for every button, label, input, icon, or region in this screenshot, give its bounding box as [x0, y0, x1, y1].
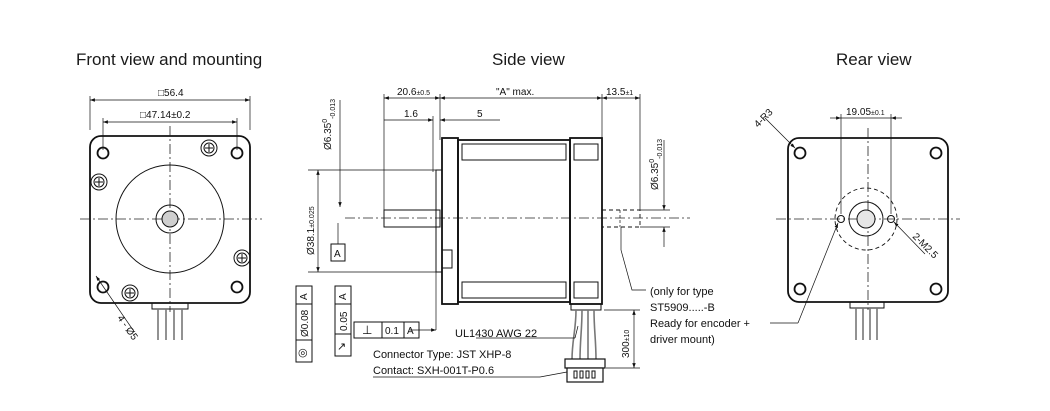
- connector-pins: [573, 370, 596, 379]
- cable-note: UL1430 AWG 22: [455, 328, 537, 340]
- side-wires: [571, 309, 597, 361]
- encoder-note-2: ST5909.....-B: [650, 302, 715, 314]
- rear-view-title: Rear view: [836, 50, 912, 69]
- runout-symbol-box: [334, 333, 352, 357]
- runout-datum: A: [338, 293, 349, 300]
- datum-label: A: [334, 249, 341, 260]
- encoder-note-4: driver mount): [650, 334, 715, 346]
- mount-hole-tl: [96, 146, 110, 160]
- encoder-note-1: (only for type: [650, 286, 714, 298]
- corner-radius-label: 4-R3: [752, 107, 775, 130]
- holes-label: 4 - Ø5: [115, 313, 140, 342]
- front-pilot-circle: [115, 164, 225, 274]
- rear-shaft-label: 13.5±1: [606, 87, 633, 98]
- corner-radius-leader: [764, 117, 796, 149]
- side-view: 20.6±0.5 "A" max. 13.5±1 1.6 5 Ø6.350-0.…: [295, 87, 798, 383]
- concentricity-datum: A: [299, 293, 310, 300]
- side-view-title: Side view: [492, 50, 565, 69]
- front-shaft-boss: [155, 204, 185, 234]
- screw-icon: [121, 284, 139, 302]
- side-cable-exit: [570, 303, 602, 311]
- rear-boss: [848, 201, 884, 237]
- flat-label: 1.6: [404, 109, 418, 120]
- concentricity-symbol-box: [295, 339, 313, 363]
- front-view-title: Front view and mounting: [76, 50, 263, 69]
- mount-hole-br: [230, 280, 244, 294]
- concentricity-value: Ø0.08: [300, 309, 311, 337]
- connector-note: Connector Type: JST XHP-8: [373, 349, 511, 361]
- thread-hole-left: [837, 215, 845, 223]
- connector-body: [564, 358, 606, 369]
- stator-body-side: [457, 139, 571, 303]
- front-flange-side: [441, 137, 459, 305]
- encoder-note-3: Ready for encoder +: [650, 318, 750, 330]
- hole-spacing-label: □47.14±0.2: [140, 110, 191, 121]
- screw-icon: [233, 249, 251, 267]
- pilot-label: 5: [477, 109, 483, 120]
- perpendicular-icon: ⊥: [362, 323, 372, 337]
- concentricity-icon: ◎: [298, 347, 308, 359]
- screw-icon: [200, 139, 218, 157]
- thread-label: 2-M2.5: [910, 231, 940, 261]
- rear-hole-tl: [793, 146, 807, 160]
- front-shaft: [161, 210, 179, 228]
- rear-shaft-dia-label: Ø6.350-0.013: [649, 139, 664, 190]
- body-step-top: [461, 143, 567, 161]
- frame-dim-label: □56.4: [158, 88, 184, 99]
- rear-flange-side: [569, 137, 603, 305]
- holes-leader: [95, 275, 134, 331]
- front-view: □56.4 □47.14±0.2: [80, 88, 262, 343]
- connector-housing: [566, 367, 604, 383]
- rear-hole-spacing-label: 19.05±0.1: [846, 107, 885, 118]
- rear-bolt-circle: [834, 187, 898, 251]
- perpendicular-datum: A: [407, 326, 414, 337]
- thread-leader: [893, 221, 926, 255]
- mount-hole-tr: [230, 146, 244, 160]
- front-cable-exit: [151, 302, 189, 310]
- shaft-length-label: 20.6±0.5: [397, 87, 430, 98]
- rear-shaft-optional: [601, 209, 641, 228]
- front-wires: [157, 309, 183, 340]
- rear-hole-bl: [793, 282, 807, 296]
- front-shaft-side: [383, 209, 441, 228]
- rear-wires: [855, 308, 878, 340]
- runout-value: 0.05: [339, 311, 350, 331]
- encoder-leader-rear: [797, 222, 839, 324]
- perpendicular-datum-box: [403, 321, 420, 339]
- encoder-leader: [620, 227, 646, 291]
- body-step-bottom: [461, 281, 567, 299]
- lead-length-label: 300±10: [621, 330, 632, 358]
- screw-icon: [90, 173, 108, 191]
- side-bump: [441, 249, 453, 269]
- rear-hole-br: [929, 282, 943, 296]
- rear-view: 19.05±0.1 4-R3 2-M2.5: [752, 107, 960, 340]
- rear-hole-tr: [929, 146, 943, 160]
- pilot-dia-label: Ø38.1±0.025: [306, 206, 317, 255]
- perpendicular-value: 0.1: [385, 326, 399, 337]
- runout-icon: ↗: [337, 341, 346, 353]
- rear-cable-exit: [849, 301, 885, 309]
- rear-shaft-end: [856, 209, 876, 229]
- mount-hole-bl: [96, 280, 110, 294]
- thread-hole-right: [887, 215, 895, 223]
- front-shaft-dia-label: Ø6.350-0.013: [322, 99, 337, 150]
- body-length-label: "A" max.: [496, 87, 534, 98]
- contact-note: Contact: SXH-001T-P0.6: [373, 365, 494, 377]
